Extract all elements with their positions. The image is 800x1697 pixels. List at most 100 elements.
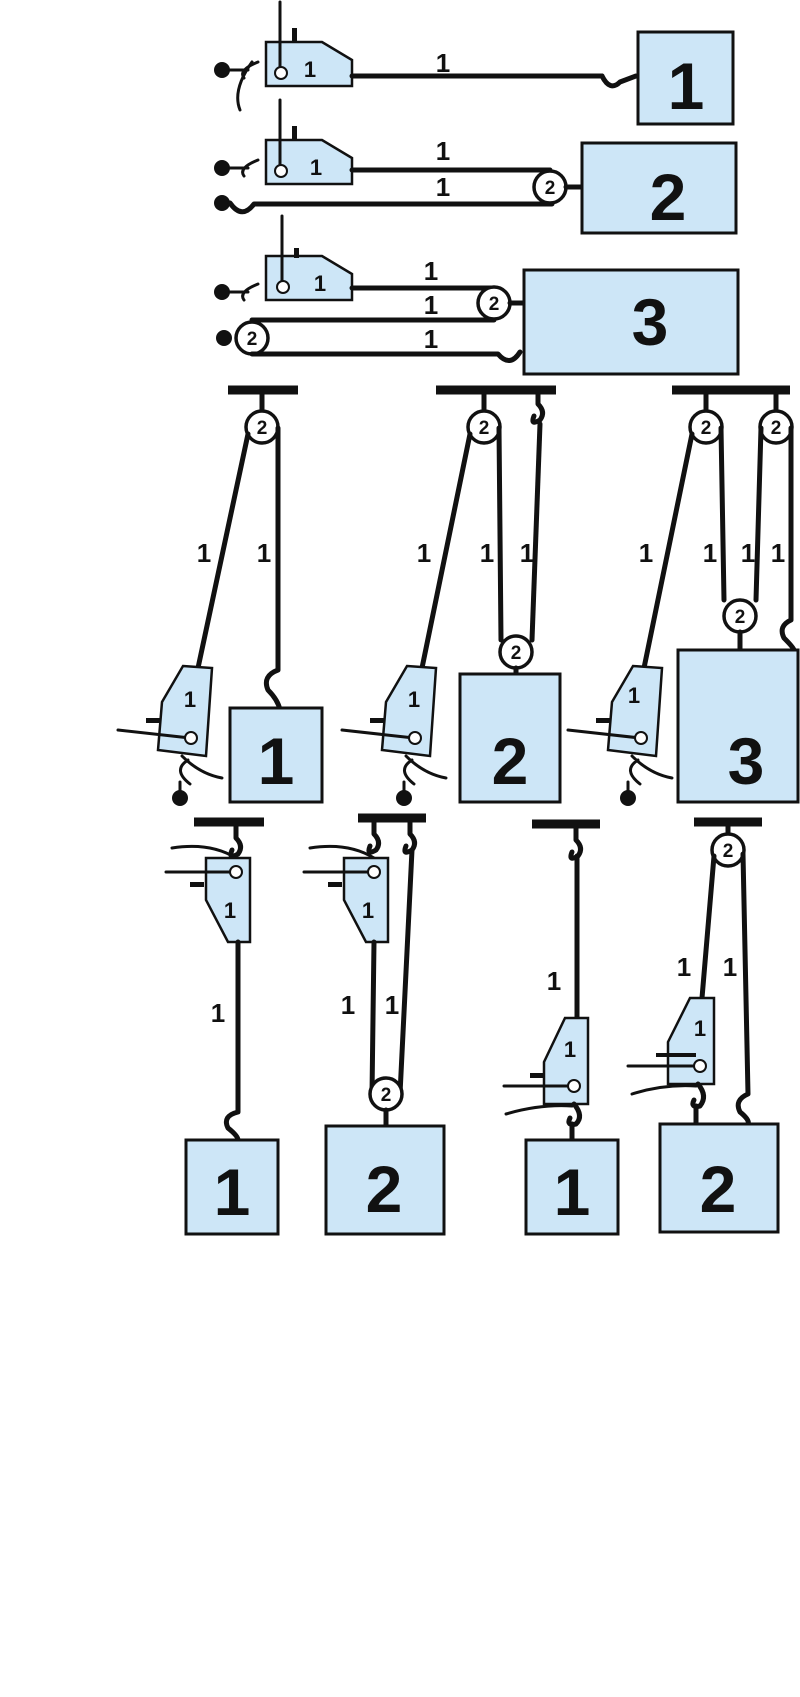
tool-handle <box>116 728 192 740</box>
load-block <box>324 1124 446 1236</box>
load-block-label: 3 <box>632 285 669 359</box>
horizontal-rig-2: 1 1 1 2 2 <box>214 98 738 235</box>
tail-rope <box>504 1104 574 1116</box>
rope-line <box>195 431 251 671</box>
hook <box>366 819 382 855</box>
rope-line-label: 1 <box>385 990 399 1020</box>
load-block <box>524 1138 620 1236</box>
rope-line-label: 1 <box>520 538 534 568</box>
anchor-point <box>396 790 412 806</box>
come-along-tool <box>156 664 214 758</box>
tail-rope <box>630 1084 698 1096</box>
hoist-lift-2: 1 1 1 2 2 <box>302 813 446 1236</box>
pulley-label: 2 <box>489 294 500 315</box>
tool-lever <box>190 882 204 887</box>
tail-rope <box>402 754 448 798</box>
rope-line-label: 1 <box>436 172 450 202</box>
pulley-label: 2 <box>545 178 556 199</box>
hoist-lift-1: 1 1 1 <box>164 817 280 1236</box>
tool-lever <box>146 718 160 723</box>
come-along-tool <box>342 856 390 944</box>
rope-line-label: 1 <box>211 998 225 1028</box>
tail-rope <box>228 158 260 178</box>
horizontal-rig-3: 1 1 2 1 2 1 3 <box>214 214 740 376</box>
load-block <box>458 672 562 804</box>
rope-line-label: 1 <box>197 538 211 568</box>
tail-rope <box>228 282 260 302</box>
hook <box>530 387 546 425</box>
pulley-label: 2 <box>735 607 746 628</box>
tool-pivot <box>567 1079 581 1093</box>
load-block-label: 1 <box>214 1155 251 1229</box>
pulley-label: 2 <box>479 418 490 439</box>
rope-line <box>227 200 555 215</box>
pulley-label: 2 <box>381 1085 392 1106</box>
load-block-label: 1 <box>668 49 705 123</box>
rope-line-label: 1 <box>436 136 450 166</box>
tool-pivot <box>276 280 290 294</box>
anchor-point <box>214 62 230 78</box>
tool-capacity-label: 1 <box>408 687 420 712</box>
rope-line-label: 1 <box>547 966 561 996</box>
rope-line-label: 1 <box>436 48 450 78</box>
come-along-tool <box>666 996 716 1086</box>
load-block <box>676 648 800 804</box>
rope-line-label: 1 <box>424 256 438 286</box>
load-block <box>184 1138 280 1236</box>
load-block <box>522 268 740 376</box>
anchor-point <box>214 160 230 176</box>
tool-lever <box>656 1053 696 1057</box>
tail-rope <box>228 60 260 112</box>
rope-line-label: 1 <box>417 538 431 568</box>
tool-capacity-label: 1 <box>224 898 236 923</box>
rope-line-label: 1 <box>771 538 785 568</box>
anchor-point <box>216 330 232 346</box>
pulley-label: 2 <box>701 418 712 439</box>
tool-lever <box>294 248 299 258</box>
pulley-label: 2 <box>257 418 268 439</box>
load-block-label: 2 <box>700 1152 737 1226</box>
rope-line <box>718 425 727 603</box>
come-along-tool <box>606 664 664 758</box>
come-along-tool <box>380 664 438 758</box>
rope-line-label: 1 <box>480 538 494 568</box>
tool-capacity-label: 1 <box>310 155 322 180</box>
load-block-label: 2 <box>366 1152 403 1226</box>
load-block-label: 1 <box>554 1155 591 1229</box>
anchor-point <box>620 790 636 806</box>
tool-pivot <box>408 731 422 745</box>
pulley-label: 2 <box>771 418 782 439</box>
rope-line <box>699 853 717 1001</box>
tool-pivot <box>184 731 198 745</box>
rope-line <box>263 425 283 713</box>
tool-handle <box>566 728 642 740</box>
rope-line-label: 1 <box>723 952 737 982</box>
rope-line <box>529 421 543 643</box>
rope-line-label: 1 <box>341 990 355 1020</box>
hook <box>566 1101 582 1127</box>
rope-line <box>249 349 523 363</box>
tool-pivot <box>229 865 243 879</box>
tool-lever <box>292 28 297 42</box>
rope-line-label: 1 <box>677 952 691 982</box>
rope-line <box>641 431 695 671</box>
tool-pivot <box>634 731 648 745</box>
vertical-lift-2: 2 1 1 1 2 1 2 <box>340 385 562 806</box>
come-along-tool <box>264 254 354 302</box>
tool-lever <box>596 718 610 723</box>
tail-rope <box>170 844 238 860</box>
anchor-point <box>172 790 188 806</box>
load-block <box>228 706 324 804</box>
rope-line <box>735 851 751 1127</box>
rope-line <box>419 431 473 671</box>
tool-capacity-label: 1 <box>314 271 326 296</box>
tool-capacity-label: 1 <box>362 898 374 923</box>
hoist-lift-4: 2 1 1 1 2 <box>626 817 780 1234</box>
load-block-label: 2 <box>492 724 529 798</box>
load-block <box>636 30 735 126</box>
hook <box>690 1081 706 1109</box>
tool-handle <box>340 728 416 740</box>
rope-line-label: 1 <box>741 538 755 568</box>
load-block <box>580 141 738 235</box>
